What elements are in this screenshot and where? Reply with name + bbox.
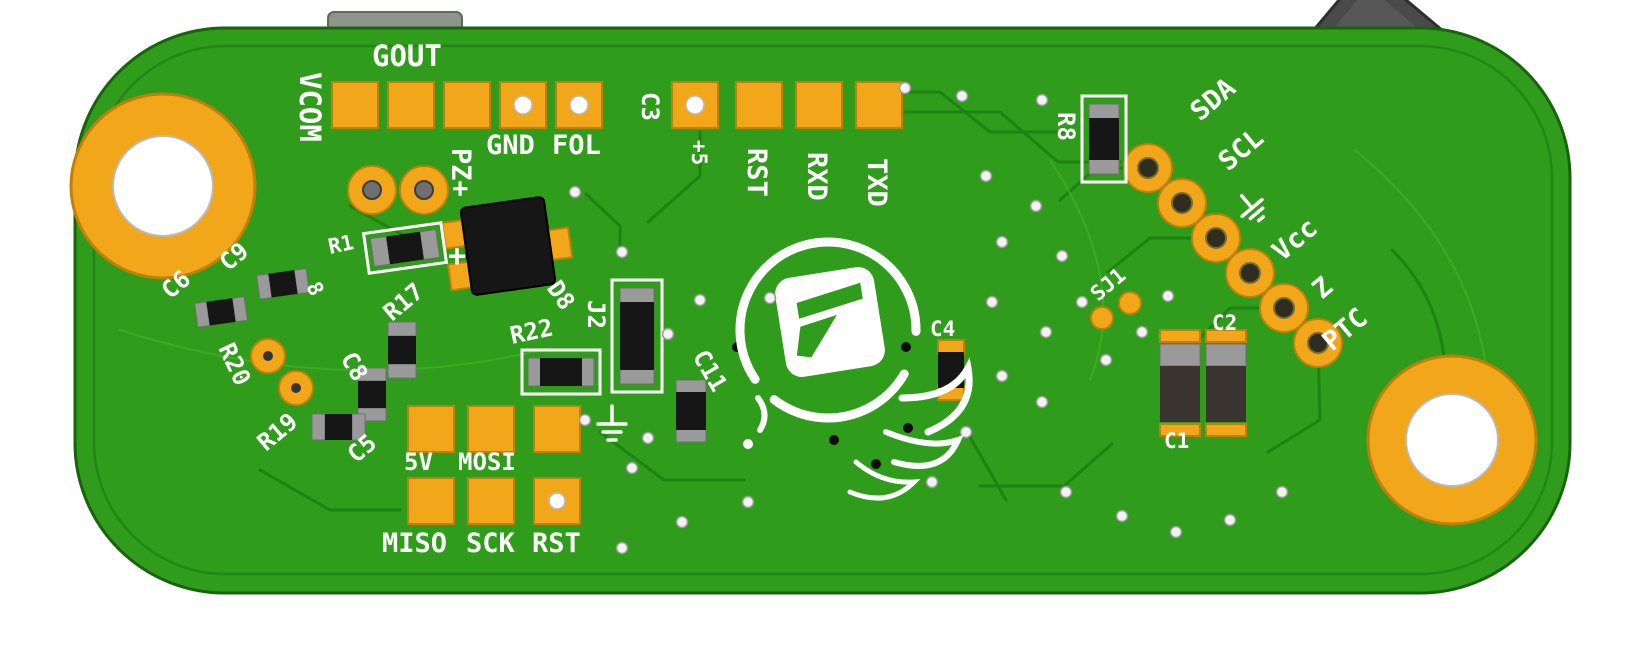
component-r17: [387, 321, 417, 379]
label-plus-mark: +: [448, 239, 466, 274]
label-r1: R1: [326, 230, 356, 259]
label-miso: MISO: [382, 528, 447, 559]
label-c4: C4: [930, 317, 955, 341]
label-5v: 5V: [404, 448, 433, 476]
component-r19-r20-pads: [250, 338, 314, 406]
component-c5: [311, 413, 366, 441]
label-plus5: +5: [687, 140, 711, 165]
label-gnd: GND: [486, 130, 535, 161]
component-c9: [255, 267, 310, 300]
label-gout: GOUT: [372, 39, 442, 73]
ground-icon-bottom: [596, 404, 628, 442]
component-c11: [675, 379, 707, 443]
pad-grid-isp: [407, 405, 581, 525]
label-c1: C1: [1164, 429, 1189, 453]
label-c3: C3: [636, 92, 664, 121]
label-vcom: VCOM: [293, 72, 327, 142]
component-j2: [610, 278, 664, 394]
component-c1-c2: [1159, 329, 1247, 437]
pad-row-top-left: [331, 81, 603, 215]
logo-flame: [735, 237, 973, 501]
pad-row-header-right: [1123, 143, 1343, 368]
pad-row-top-middle: [671, 81, 903, 129]
component-sj1: [1090, 291, 1142, 330]
component-d8: [441, 196, 574, 296]
label-c2: C2: [1212, 311, 1237, 335]
label-r8: R8: [1052, 112, 1080, 141]
label-fol: FOL: [552, 130, 601, 161]
label-pz-plus: PZ+: [445, 148, 476, 197]
ground-icon-header: [1239, 193, 1266, 223]
mounting-hole-right: [1366, 354, 1538, 526]
component-r8: [1080, 94, 1128, 184]
label-rst-top: RST: [741, 148, 772, 197]
label-rxd: RXD: [801, 152, 832, 201]
label-sck: SCK: [466, 528, 516, 559]
label-rst-isp: RST: [532, 528, 581, 559]
label-txd: TXD: [861, 158, 892, 207]
component-c6: [193, 295, 248, 328]
label-j2: J2: [582, 300, 610, 329]
component-r22: [520, 348, 602, 396]
vias: [568, 81, 1289, 555]
component-r1: [361, 221, 449, 275]
component-c8: [357, 367, 387, 422]
mounting-hole-left: [69, 92, 257, 280]
label-mosi: MOSI: [458, 448, 516, 476]
